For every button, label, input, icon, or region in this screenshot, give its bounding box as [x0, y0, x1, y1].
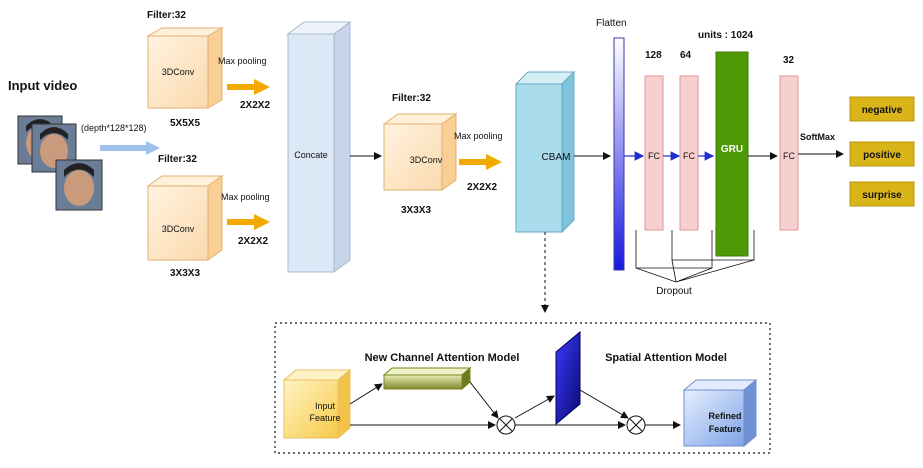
concat-block	[286, 21, 352, 273]
fc2-units: 64	[680, 50, 692, 61]
fc1-label: FC	[648, 151, 660, 161]
fc3-block	[779, 75, 799, 231]
conv-mid-label: 3DConv	[410, 155, 443, 165]
conv-top-filter: Filter:32	[147, 10, 186, 21]
fc1-units: 128	[645, 50, 662, 61]
dropout-bracket-left	[635, 230, 713, 269]
fc3-units: 32	[783, 55, 795, 66]
fc3-label: FC	[783, 151, 795, 161]
pool-bottom-size: 2X2X2	[238, 236, 268, 247]
conv-top-block	[146, 27, 224, 109]
input-title: Input video	[8, 78, 77, 93]
input-dims: (depth*128*128)	[81, 123, 147, 133]
pool-top-size: 2X2X2	[240, 100, 270, 111]
output-surprise: surprise	[849, 181, 915, 207]
spatial-attention-title: Spatial Attention Model	[605, 352, 727, 364]
conv-mid-block	[382, 113, 458, 191]
multiply-node-2	[626, 415, 646, 435]
face-frame-3	[55, 159, 103, 211]
gru-units: units : 1024	[698, 30, 753, 41]
multiply-to-spatial-arrow	[514, 395, 555, 419]
conv-bottom-filter: Filter:32	[158, 154, 197, 165]
fc2-label: FC	[683, 151, 695, 161]
refined-feature-line2: Feature	[709, 424, 742, 434]
input-video-frames	[17, 115, 103, 211]
input-arrowhead	[146, 141, 160, 155]
conv-bottom-block	[146, 175, 224, 261]
pool-mid-size: 2X2X2	[467, 182, 497, 193]
fc2-block	[679, 75, 699, 231]
output-surprise-label: surprise	[862, 190, 902, 201]
refined-feature-line1: Refined	[708, 411, 741, 421]
conv-mid-kernel: 3X3X3	[401, 205, 431, 216]
output-positive-label: positive	[863, 150, 901, 161]
conv-mid-filter: Filter:32	[392, 93, 431, 104]
spatial-to-multiply-arrow	[579, 389, 629, 419]
flatten-label: Flatten	[596, 18, 627, 29]
multiply-node-1	[496, 415, 516, 435]
fc1-block	[644, 75, 664, 231]
softmax-label: SoftMax	[800, 132, 835, 142]
input-feature-line1: Input	[315, 401, 336, 411]
dropout-label: Dropout	[656, 286, 692, 297]
channel-attention-title: New Channel Attention Model	[365, 352, 520, 364]
gru-block	[715, 51, 749, 257]
dropout-lines	[635, 259, 755, 283]
spatial-attention-plane	[555, 330, 581, 426]
pool-bottom-arrowhead	[254, 214, 270, 230]
attention-detail-box	[274, 322, 771, 454]
gru-label: GRU	[721, 144, 743, 155]
output-negative: negative	[849, 96, 915, 122]
cbam-block	[514, 70, 576, 234]
input-to-channel-arrow	[349, 383, 383, 405]
concat-label: Concate	[294, 150, 328, 160]
conv-bottom-label: 3DConv	[162, 224, 195, 234]
input-feature-line2: Feature	[309, 413, 340, 423]
conv-top-kernel: 5X5X5	[170, 118, 200, 129]
cbam-label: CBAM	[542, 152, 571, 163]
pool-bottom-label: Max pooling	[221, 192, 270, 202]
dropout-bracket-right	[671, 230, 755, 261]
pool-top-arrowhead	[254, 79, 270, 95]
pool-top-label: Max pooling	[218, 56, 267, 66]
refined-feature-cube	[682, 378, 758, 448]
channel-to-multiply-arrow	[469, 381, 499, 419]
conv-top-label: 3DConv	[162, 67, 195, 77]
conv-bottom-kernel: 3X3X3	[170, 268, 200, 279]
pool-mid-label: Max pooling	[454, 131, 503, 141]
output-positive: positive	[849, 141, 915, 167]
output-negative-label: negative	[862, 105, 903, 116]
flatten-bar	[613, 37, 625, 271]
pool-mid-arrowhead	[486, 154, 502, 170]
input-feature-cube	[282, 368, 352, 440]
channel-attention-bar	[382, 366, 472, 391]
